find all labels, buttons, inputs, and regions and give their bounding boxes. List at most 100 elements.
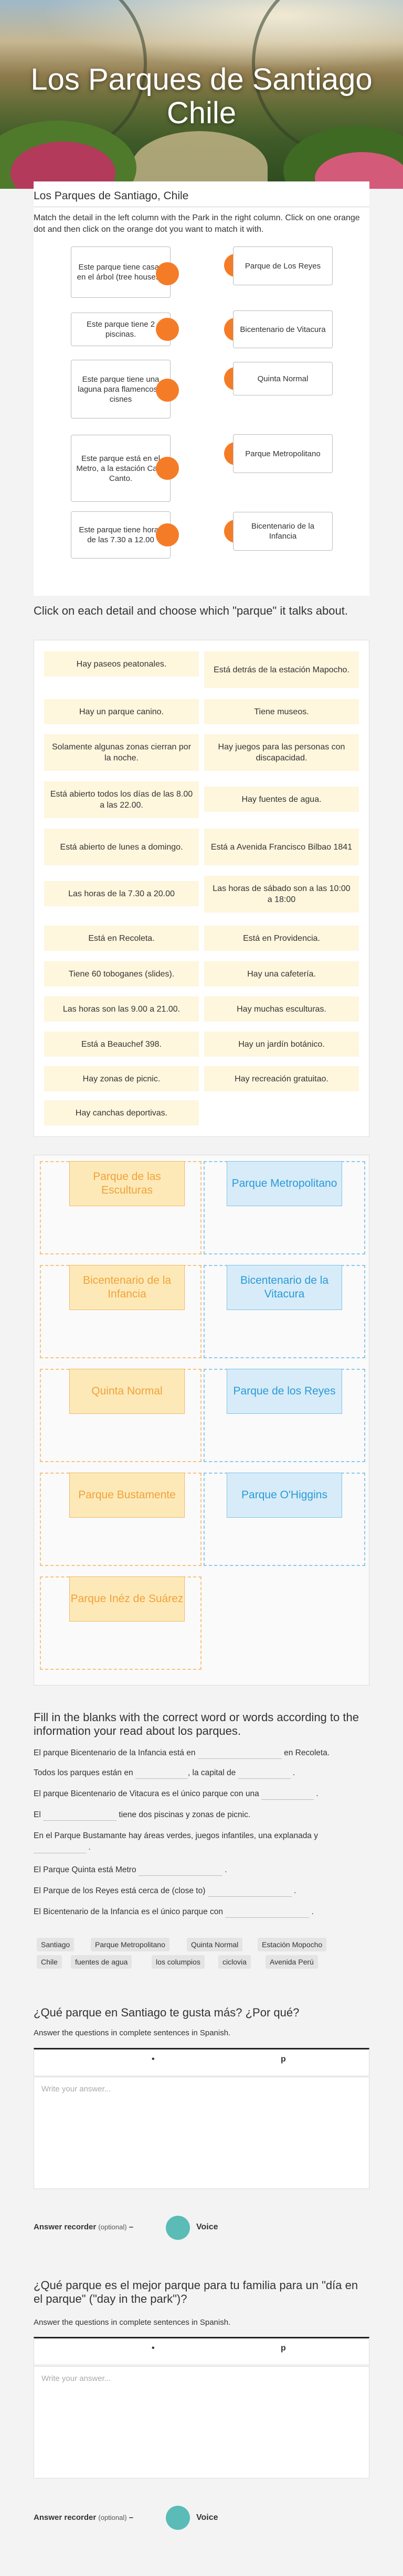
sort-item[interactable]: Está a Avenida Francisco Bilbao 1841 — [204, 829, 359, 865]
fill-sentence-7: El Parque de los Reyes está cerca de (cl… — [34, 1885, 369, 1897]
sort-item[interactable]: Está detrás de la estación Mapocho. — [204, 651, 359, 688]
hero-banner: Los Parques de Santiago Chile — [0, 0, 403, 189]
fill-sentence-4: El tiene dos piscinas y zonas de picnic. — [34, 1809, 369, 1821]
answer-recorder-label: Answer recorder (optional) – — [34, 2223, 134, 2231]
fill-sentence-2: Todos los parques están en , la capital … — [34, 1767, 369, 1779]
fill-blank[interactable] — [43, 1812, 117, 1821]
sort-item[interactable]: Las horas son las 9.00 a 21.00. — [44, 996, 199, 1022]
sort-item[interactable]: Hay un jardín botánico. — [204, 1032, 359, 1057]
bucket-label: Parque Inéz de Suárez — [69, 1576, 185, 1622]
word-chip[interactable]: Chile — [37, 1955, 62, 1969]
bucket-label: Parque Bustamente — [69, 1473, 185, 1518]
answer-textarea[interactable]: Write your answer... — [34, 2366, 369, 2478]
word-chip[interactable]: fuentes de agua — [71, 1955, 132, 1969]
match-left-5[interactable]: Este parque tiene horas de las 7.30 a 12… — [71, 511, 171, 559]
question-1-title: ¿Qué parque en Santiago te gusta más? ¿P… — [34, 2006, 300, 2019]
sort-item[interactable]: Tiene museos. — [204, 699, 359, 724]
sort-item[interactable]: Las horas de sábado son a las 10:00 a 18… — [204, 876, 359, 913]
sort-item[interactable]: Hay una cafetería. — [204, 961, 359, 986]
sort-item[interactable]: Está abierto todos los días de las 8.00 … — [44, 781, 199, 818]
match-left-2[interactable]: Este parque tiene 2 piscinas. — [71, 313, 171, 346]
paragraph-button[interactable]: p — [281, 2344, 286, 2353]
bucket-label: Parque de las Esculturas — [69, 1161, 185, 1206]
answer-placeholder: Write your answer... — [41, 2085, 111, 2094]
bucket-label: Bicentenario de la Infancia — [69, 1265, 185, 1310]
bullet-list-button[interactable]: • — [152, 2344, 155, 2353]
sort-item[interactable]: Solamente algunas zonas cierran por la n… — [44, 734, 199, 771]
matching-instructions: Match the detail in the left column with… — [34, 213, 360, 234]
sort-item[interactable]: Está en Recoleta. — [44, 926, 199, 951]
voice-label: Voice — [196, 2223, 218, 2231]
fill-blank[interactable] — [207, 1888, 292, 1897]
sorting-title: Click on each detail and choose which "p… — [34, 604, 348, 617]
fill-blank[interactable] — [138, 1867, 222, 1876]
match-dot-left-3[interactable] — [156, 379, 179, 402]
match-dot-left-4[interactable] — [156, 457, 179, 480]
fill-blank[interactable] — [197, 1751, 282, 1759]
match-right-4[interactable]: Parque Metropolitano — [233, 434, 333, 473]
fill-blank[interactable] — [225, 1909, 310, 1918]
fill-sentence-6: El Parque Quinta está Metro . — [34, 1864, 369, 1876]
sort-item[interactable]: Tiene 60 toboganes (slides). — [44, 961, 199, 986]
editor-toolbar: • p — [34, 2048, 369, 2076]
sort-item[interactable]: Está en Providencia. — [204, 926, 359, 951]
match-dot-left-2[interactable] — [156, 318, 179, 341]
answer-recorder-label: Answer recorder (optional) – — [34, 2513, 134, 2522]
fill-blank[interactable] — [135, 1770, 188, 1779]
fill-sentence-1: El parque Bicentenario de la Infancia es… — [34, 1747, 369, 1759]
sort-item[interactable]: Está abierto de lunes a domingo. — [44, 829, 199, 865]
question-1-instructions: Answer the questions in complete sentenc… — [34, 2028, 231, 2037]
matching-title: Los Parques de Santiago, Chile — [34, 190, 189, 202]
answer-placeholder: Write your answer... — [41, 2374, 111, 2383]
bullet-list-button[interactable]: • — [152, 2055, 155, 2064]
voice-label: Voice — [196, 2513, 218, 2522]
match-right-2[interactable]: Bicentenario de Vitacura — [233, 310, 333, 348]
bucket-label: Parque O'Higgins — [227, 1473, 342, 1518]
word-chip[interactable]: Santiago — [37, 1938, 75, 1951]
fill-sentence-3: El parque Bicentenario de Vitacura es el… — [34, 1788, 369, 1800]
sort-item[interactable]: Hay paseos peatonales. — [44, 651, 199, 677]
match-dot-left-5[interactable] — [156, 523, 179, 546]
fill-blank[interactable] — [34, 1845, 86, 1853]
sort-item[interactable]: Hay juegos para las personas con discapa… — [204, 734, 359, 771]
word-chip[interactable]: Avenida Perú — [266, 1955, 318, 1969]
bucket-label: Quinta Normal — [69, 1369, 185, 1414]
fill-title: Fill in the blanks with the correct word… — [34, 1711, 359, 1737]
word-chip[interactable]: Parque Metropolitano — [91, 1938, 169, 1951]
match-right-1[interactable]: Parque de Los Reyes — [233, 246, 333, 285]
bucket-label: Parque de los Reyes — [227, 1369, 342, 1414]
fill-blank[interactable] — [238, 1770, 291, 1779]
fill-blank[interactable] — [261, 1791, 314, 1800]
match-right-5[interactable]: Bicentenario de la Infancia — [233, 512, 333, 551]
record-voice-button[interactable] — [166, 2506, 190, 2530]
word-chip[interactable]: Estación Mopocho — [258, 1938, 327, 1951]
question-2-title: ¿Qué parque es el mejor parque para tu f… — [34, 2279, 358, 2305]
fill-sentence-5: En el Parque Bustamante hay áreas verdes… — [34, 1830, 369, 1853]
sort-item[interactable]: Hay fuentes de agua. — [204, 787, 359, 812]
sort-item[interactable]: Hay muchas esculturas. — [204, 996, 359, 1022]
sort-item[interactable]: Las horas de la 7.30 a 20.00 — [44, 881, 199, 906]
hero-flowers — [10, 142, 115, 189]
match-left-4[interactable]: Este parque está en el Metro, a la estac… — [71, 435, 171, 502]
sort-item[interactable]: Hay un parque canino. — [44, 699, 199, 724]
match-left-3[interactable]: Este parque tiene una laguna para flamen… — [71, 360, 171, 418]
fill-sentence-8: El Bicentenario de la Infancia es el úni… — [34, 1906, 369, 1918]
sort-item[interactable]: Hay recreación gratuitao. — [204, 1066, 359, 1091]
answer-textarea[interactable]: Write your answer... — [34, 2077, 369, 2189]
sort-item[interactable]: Hay canchas deportivas. — [44, 1100, 199, 1125]
sort-item[interactable]: Hay zonas de picnic. — [44, 1066, 199, 1091]
hero-title: Los Parques de Santiago Chile — [30, 62, 373, 130]
editor-toolbar: • p — [34, 2337, 369, 2365]
word-chip[interactable]: los columpios — [152, 1955, 205, 1969]
question-2-instructions: Answer the questions in complete sentenc… — [34, 2318, 231, 2327]
match-dot-left-1[interactable] — [156, 262, 179, 285]
word-chip[interactable]: ciclovia — [218, 1955, 251, 1969]
bucket-label: Bicentenario de la Vitacura — [227, 1265, 342, 1310]
sort-item[interactable]: Está a Beauchef 398. — [44, 1032, 199, 1057]
bucket-label: Parque Metropolitano — [227, 1161, 342, 1206]
word-chip[interactable]: Quinta Normal — [187, 1938, 243, 1951]
record-voice-button[interactable] — [166, 2216, 190, 2240]
paragraph-button[interactable]: p — [281, 2055, 286, 2064]
match-right-3[interactable]: Quinta Normal — [233, 362, 333, 395]
hero-path — [131, 131, 268, 189]
